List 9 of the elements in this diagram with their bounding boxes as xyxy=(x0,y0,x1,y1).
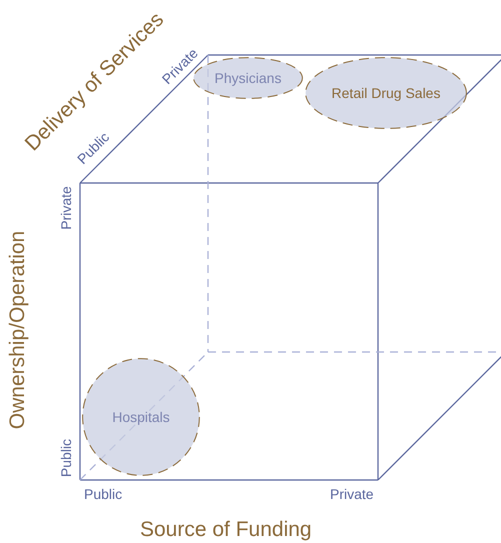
axis-tick-label: Private xyxy=(58,186,74,230)
axis-tick-label: Public xyxy=(58,438,74,478)
region-label: Retail Drug Sales xyxy=(332,85,440,101)
axis-tick-label: Public xyxy=(84,486,122,502)
axis-title: Source of Funding xyxy=(140,518,312,542)
axis-tick-label: Private xyxy=(330,486,374,502)
axis-title: Ownership/Operation xyxy=(6,230,30,430)
region-label: Hospitals xyxy=(112,409,170,425)
region-label: Physicians xyxy=(214,70,282,86)
